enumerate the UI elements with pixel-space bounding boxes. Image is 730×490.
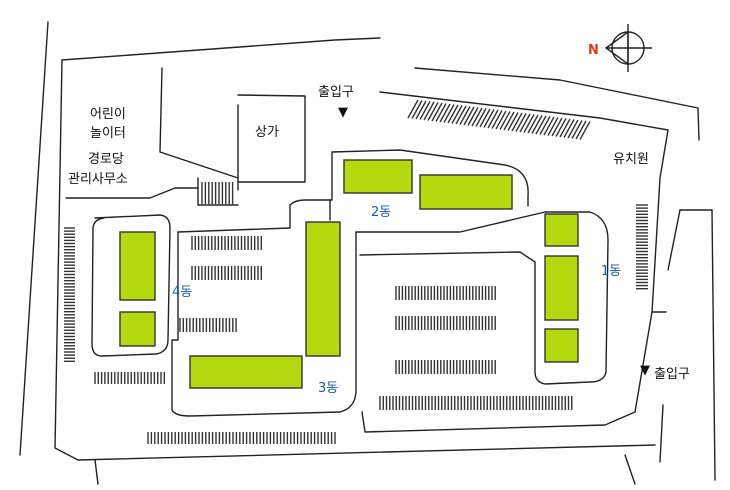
upper-facility-outlines	[65, 67, 306, 206]
entrances: 출입구 ▼ ▼ 출입구	[318, 85, 690, 382]
parking-stall-line	[487, 109, 499, 129]
stalls-bottom-left	[147, 432, 336, 444]
building-4-bottom	[119, 311, 156, 347]
road-outlines	[91, 149, 609, 417]
parking-stall-line	[443, 104, 455, 123]
building-3-label: 3동	[318, 381, 338, 396]
site-boundary-lines	[19, 21, 716, 485]
parking-stall-line	[495, 110, 507, 130]
building-1-middle	[544, 255, 579, 321]
buildings	[119, 159, 579, 389]
senior-center-label-line2: 관리사무소	[68, 172, 128, 187]
building-3-vertical	[305, 221, 341, 357]
parking-stall-line	[567, 119, 579, 139]
parking-stall-line	[411, 100, 423, 119]
parking-stall-line	[575, 120, 587, 140]
parking-stall-line	[499, 111, 511, 130]
building-1-label: 1동	[601, 264, 621, 279]
parking-stall-line	[491, 110, 503, 129]
kindergarten-label: 유치원	[613, 152, 649, 167]
parking-stall-line	[547, 117, 559, 136]
stalls-mid-upper-a	[191, 236, 262, 250]
top-entrance-marker-icon: ▼	[338, 105, 348, 120]
parking-stall-line	[427, 102, 439, 121]
parking-stall-line	[539, 116, 551, 135]
stalls-bottom-right	[379, 396, 573, 410]
parking-stall-line	[483, 109, 495, 128]
senior-center-label-line1: 경로당	[88, 152, 124, 167]
parking-stall-line	[459, 106, 471, 125]
parking-stall-line	[439, 103, 451, 123]
parking-stall-line	[435, 103, 447, 122]
parking-stall-line	[515, 113, 527, 132]
building-2-label: 2동	[371, 205, 391, 220]
parking-stall-line	[407, 99, 419, 119]
right-entrance-label: 출입구	[654, 367, 690, 382]
parking-stall-line	[535, 115, 547, 135]
north-compass: N	[588, 24, 652, 72]
building-labels: 1동 2동 3동 4동	[172, 205, 621, 396]
parking-stall-line	[479, 108, 491, 128]
parking-stall-line	[551, 117, 563, 137]
parking-stall-line	[507, 112, 519, 131]
stalls-upper-small	[201, 182, 234, 204]
facility-labels: 어린이 놀이터 경로당 관리사무소 상가 유치원	[68, 107, 649, 187]
building-2-right	[419, 174, 513, 210]
shopping-label: 상가	[255, 125, 279, 140]
parking-stall-line	[531, 115, 543, 134]
parking-stall-line	[579, 121, 591, 140]
parking-stall-line	[559, 118, 571, 138]
stalls-right-edge	[636, 204, 648, 290]
building-1-top	[544, 213, 579, 247]
parking-stall-line	[519, 113, 531, 133]
parking-stall-line	[563, 119, 575, 138]
parking-stall-line	[543, 116, 555, 136]
parking-stall-line	[555, 118, 567, 137]
parking-stall-line	[431, 102, 443, 122]
parking-stall-line	[471, 107, 483, 127]
parking-stall-line	[571, 120, 583, 139]
parking-stall-line	[475, 108, 487, 127]
parking-stall-line	[451, 105, 463, 124]
parking-stall-line	[511, 112, 523, 132]
building-1-bottom	[544, 328, 579, 363]
compass-arrow-icon	[604, 30, 629, 66]
compass-north-label: N	[588, 43, 599, 58]
top-entrance-label: 출입구	[318, 85, 354, 100]
stalls-center-2	[395, 316, 496, 330]
building-4-top	[119, 231, 156, 301]
parking-stall-line	[527, 114, 539, 134]
playground-label-line2: 놀이터	[90, 126, 126, 141]
parking-stall-line	[447, 104, 459, 124]
stalls-mid-lower	[179, 318, 237, 332]
building-3-horizontal	[189, 355, 303, 389]
parking-stall-line	[419, 101, 431, 120]
building-4-label: 4동	[172, 285, 192, 300]
parking-stall-line	[423, 101, 435, 121]
right-entrance-marker-icon: ▼	[640, 363, 650, 378]
stalls-left-edge	[64, 227, 75, 362]
parking-stall-line	[455, 105, 467, 125]
stalls-mid-upper-b	[191, 266, 262, 280]
stalls-left-bottom	[94, 372, 166, 384]
stalls-top-diagonal	[407, 99, 591, 140]
playground-label-line1: 어린이	[90, 107, 126, 122]
stalls-center-3	[395, 360, 496, 374]
building-2-left	[343, 159, 413, 194]
parking-stall-line	[463, 106, 475, 126]
stalls-center-1	[395, 286, 496, 300]
parking-stalls	[64, 99, 648, 444]
parking-stall-line	[415, 100, 427, 120]
parking-stall-line	[467, 107, 479, 126]
parking-stall-line	[523, 114, 535, 133]
parking-stall-line	[503, 111, 515, 131]
